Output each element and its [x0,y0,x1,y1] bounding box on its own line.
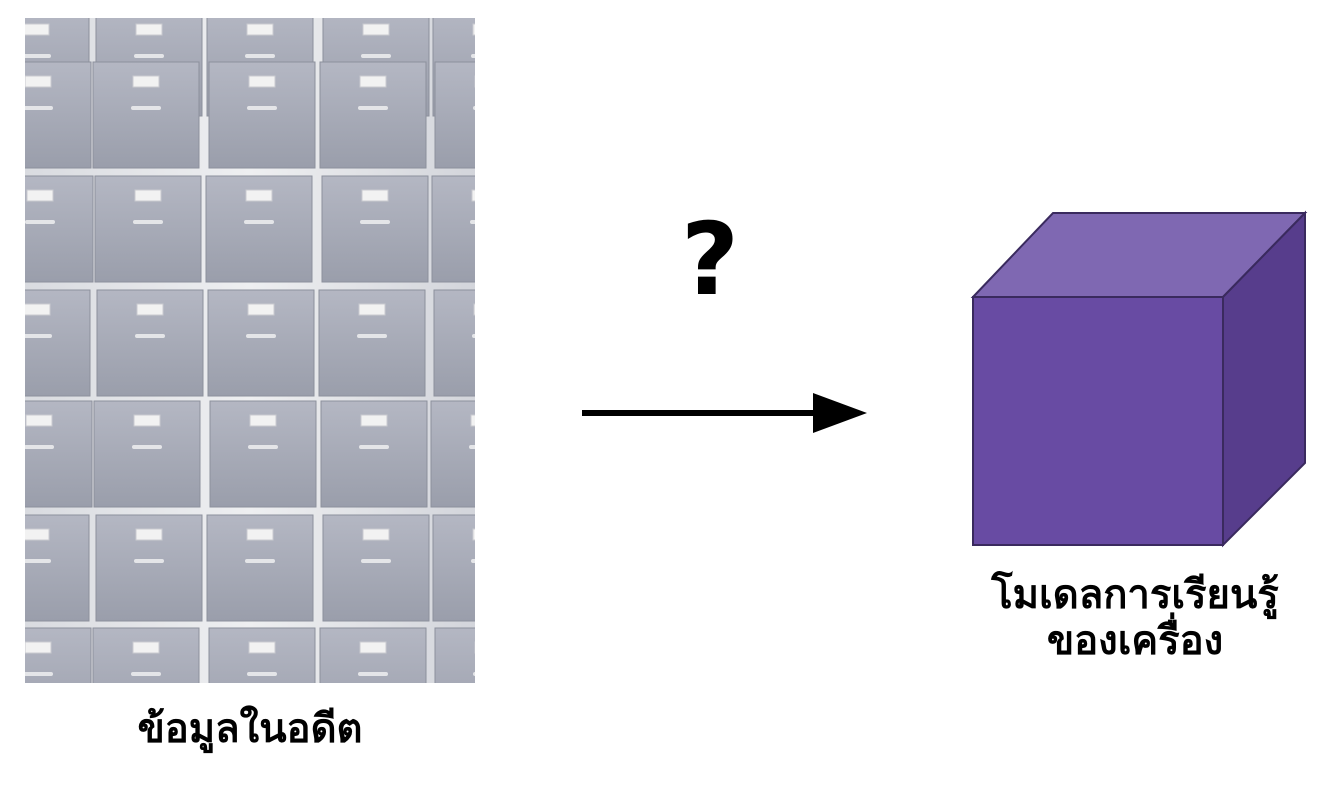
machine-learning-model-cube [970,210,1308,548]
drawer-handle [361,559,391,563]
drawer-handle [135,334,165,338]
drawer-label-slot [246,528,274,541]
ml-model-label-line2: ของเครื่อง [1046,618,1224,664]
drawer [434,627,475,683]
drawer-label-slot [247,303,275,316]
drawer-label-slot [135,23,163,36]
drawer-handle [246,334,276,338]
drawer-label-slot [132,641,160,654]
question-mark: ? [680,201,739,318]
cube-front-face [972,296,1224,546]
drawer-label-slot [132,75,160,88]
drawer-handle [25,54,51,58]
drawer-handle [469,445,475,449]
filing-cabinet-image [25,18,475,683]
drawer-label-slot [471,189,475,202]
drawer-handle [25,220,55,224]
drawer-label-slot [25,641,52,654]
ml-model-label-line1: โมเดลการเรียนรู้ [991,572,1279,618]
drawer-label-slot [360,414,388,427]
drawer-handle [25,559,51,563]
drawer-label-slot [25,75,52,88]
drawer-handle [472,334,475,338]
drawer-handle [358,672,388,676]
drawer [433,289,475,397]
drawer-label-slot [361,189,389,202]
drawer-handle [244,220,274,224]
drawer-label-slot [25,303,51,316]
drawer-handle [132,445,162,449]
drawer-handle [25,106,53,110]
drawer-handle [471,54,475,58]
drawer-label-slot [470,414,475,427]
drawer-handle [361,54,391,58]
drawer-label-slot [249,414,277,427]
ml-model-label: โมเดลการเรียนรู้ ของเครื่อง [955,572,1315,664]
drawer-handle [359,445,389,449]
drawer-label-slot [359,641,387,654]
drawer-label-slot [134,189,162,202]
drawer-handle [358,106,388,110]
drawer [319,61,427,169]
drawer-label-slot [25,414,53,427]
drawer-handle [471,559,475,563]
drawer-handle [473,106,475,110]
drawer [431,175,475,283]
drawer-handle [248,445,278,449]
drawer [25,627,92,683]
drawer-label-slot [248,75,276,88]
drawer-handle [470,220,475,224]
past-data-label: ข้อมูลในอดีต [137,706,363,752]
arrow-right-icon [582,393,867,433]
drawer-label-slot [135,528,163,541]
drawer-handle [245,559,275,563]
drawer-label-slot [245,189,273,202]
drawer-handle [25,334,52,338]
drawer-label-slot [25,23,50,36]
drawer-handle [357,334,387,338]
drawer-label-slot [358,303,386,316]
drawer [434,61,475,169]
drawer-label-slot [26,189,54,202]
drawer-handle [133,220,163,224]
drawer-label-slot [248,641,276,654]
drawer-handle [473,672,475,676]
drawer-handle [25,672,53,676]
drawer-label-slot [472,528,475,541]
drawer-handle [25,445,54,449]
drawer-handle [247,106,277,110]
drawer-handle [134,559,164,563]
drawer-label-slot [133,414,161,427]
drawer-label-slot [362,528,390,541]
drawer-handle [360,220,390,224]
drawer-label-slot [359,75,387,88]
drawer [430,400,475,508]
drawer-label-slot [473,303,475,316]
drawer-label-slot [472,23,475,36]
drawer-label-slot [362,23,390,36]
drawer-handle [131,672,161,676]
drawer-label-slot [25,528,50,541]
drawer [432,514,475,622]
drawer-handle [134,54,164,58]
drawer-label-slot [136,303,164,316]
drawer-label-slot [246,23,274,36]
drawer-handle [247,672,277,676]
drawer-handle [245,54,275,58]
drawer-handle [131,106,161,110]
